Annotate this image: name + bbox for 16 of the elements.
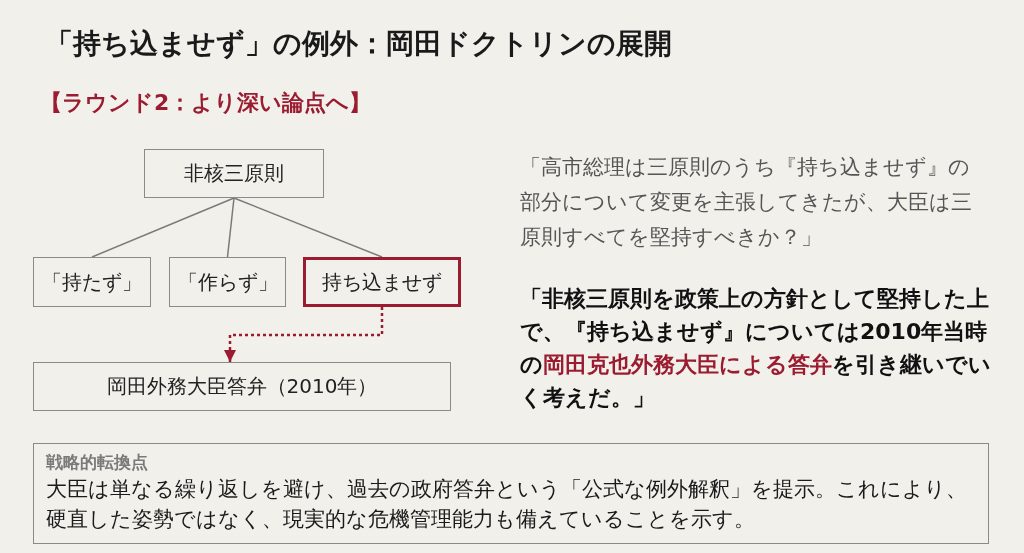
branch-box: 「持たず」 (33, 257, 151, 307)
note-text: 大臣は単なる繰り返しを避け、過去の政府答弁という「公式な例外解釈」を提示。これにより、硬直した姿勢ではなく、現実的な危機管理能力も備えていることを示す。 (46, 476, 968, 533)
connector-line (91, 197, 235, 258)
note-box (33, 443, 989, 544)
connector-line (233, 197, 383, 258)
title: 「持ち込ませず」の例外：岡田ドクトリンの展開 (45, 26, 672, 62)
result-box: 岡田外務大臣答弁（2010年） (33, 362, 451, 411)
note-heading: 戦略的転換点 (46, 451, 149, 474)
branch-box: 「作らず」 (169, 257, 286, 307)
question-text: 「高市総理は三原則のうち『持ち込ませず』の部分について変更を主張してきたが、大臣は三原則すべてを堅持すべきか？」 (520, 154, 973, 251)
root-box: 非核三原則 (144, 149, 324, 198)
answer-text: 「非核三原則を政策上の方針として堅持した上で、『持ち込ませず』については2010年当時の岡田克也外務大臣による答弁を引き継いでいく考えだ。」 (520, 285, 992, 412)
highlighted-box: 持ち込ませず (303, 257, 461, 307)
subtitle: 【ラウンド2：より深い論点へ】 (40, 89, 372, 117)
arrow (224, 307, 384, 362)
connector-line (226, 197, 235, 258)
